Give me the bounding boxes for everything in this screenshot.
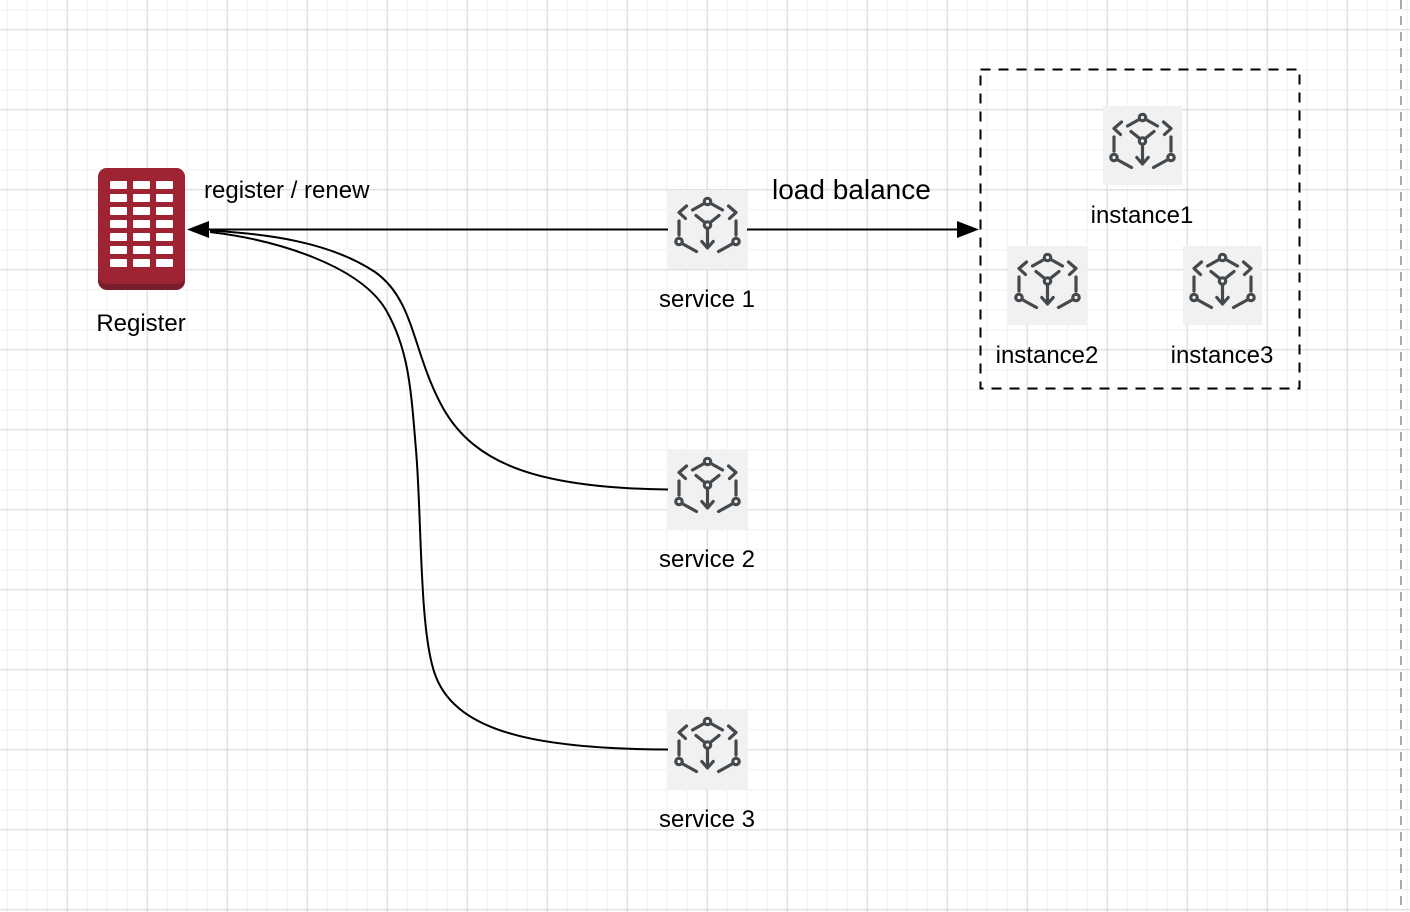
- instance-3-label: instance3: [1170, 342, 1274, 369]
- register-label: Register: [96, 310, 186, 337]
- registry-building-icon: [97, 168, 185, 290]
- cube-icon: [673, 196, 741, 254]
- instance-1-label: instance1: [1090, 202, 1194, 229]
- edge-service3-register[interactable]: [209, 231, 669, 751]
- instance-2-node[interactable]: instance2: [977, 246, 1117, 370]
- register-renew-edge-label: register / renew: [204, 177, 370, 204]
- service-2-node[interactable]: service 2: [637, 450, 777, 574]
- instance-2-label: instance2: [995, 342, 1099, 369]
- instances-group-box[interactable]: [979, 68, 1301, 390]
- cube-icon: [1108, 112, 1176, 170]
- register-node[interactable]: Register: [71, 168, 211, 338]
- cube-icon: [673, 456, 741, 514]
- arrowhead-to-instances: [957, 221, 979, 238]
- service-1-label: service 1: [658, 286, 756, 313]
- load-balance-edge-label: load balance: [772, 174, 931, 205]
- service-2-label: service 2: [658, 546, 756, 573]
- service-3-node[interactable]: service 3: [637, 710, 777, 834]
- arrowhead-to-register: [187, 221, 209, 238]
- cube-icon: [1013, 252, 1081, 310]
- service-1-node[interactable]: service 1: [637, 190, 777, 314]
- instance-3-node[interactable]: instance3: [1152, 246, 1292, 370]
- service-3-label: service 3: [658, 806, 756, 833]
- edge-service2-register[interactable]: [209, 229, 669, 491]
- instance-1-node[interactable]: instance1: [1072, 106, 1212, 230]
- cube-icon: [1188, 252, 1256, 310]
- cube-icon: [673, 716, 741, 774]
